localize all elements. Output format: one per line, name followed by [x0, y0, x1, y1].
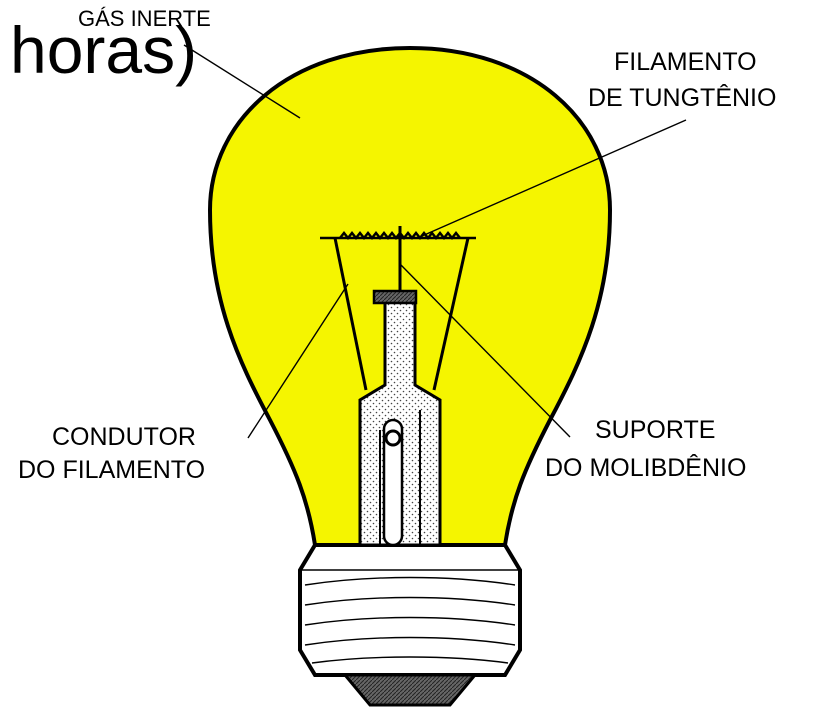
title-fragment: horas) — [10, 13, 197, 87]
base-tip — [341, 673, 479, 707]
screw-base — [298, 543, 522, 677]
conductor-label-line1: CONDUTOR — [52, 423, 196, 451]
gas-label: GÁS INERTE — [78, 6, 211, 31]
support-leader — [400, 264, 571, 438]
gas-leader — [183, 44, 301, 119]
glass-stem — [358, 289, 442, 547]
tungsten-filament — [320, 230, 476, 241]
support-label-line1: SUPORTE — [595, 416, 715, 444]
support-label-line2: DO MOLIBDÊNIO — [545, 453, 746, 482]
filament-label-line2: DE TUNGTÊNIO — [588, 83, 776, 112]
filament-label-line1: FILAMENTO — [614, 48, 757, 76]
filament-conductors — [333, 237, 470, 391]
conductor-leader — [247, 283, 349, 439]
conductor-label-line2: DO FILAMENTO — [18, 456, 205, 484]
filament-leader — [421, 119, 687, 237]
